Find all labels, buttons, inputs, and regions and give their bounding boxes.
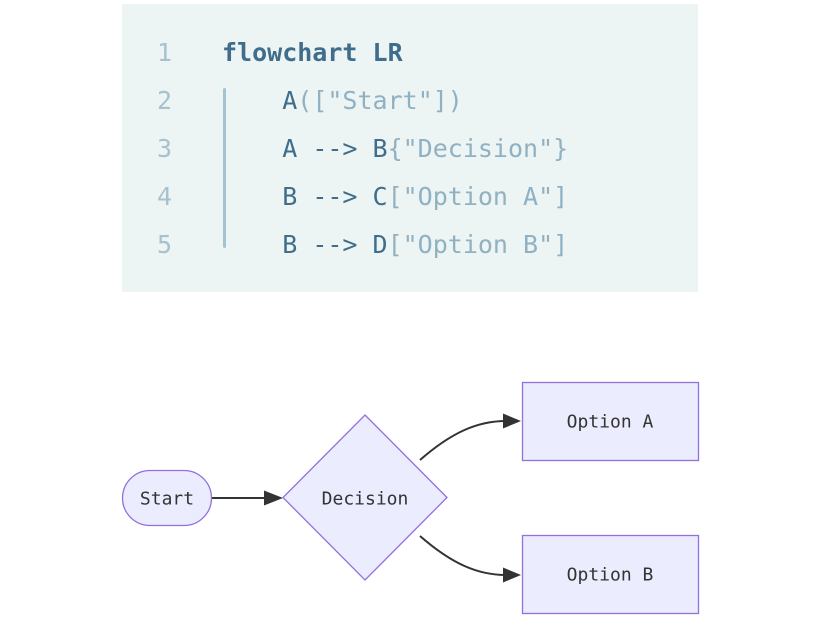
node-option-a: Option A (521, 381, 700, 462)
code-token-edge: A --> B (282, 134, 388, 163)
code-line-4[interactable]: 4 B --> C["Option A"] (122, 173, 698, 221)
edge-start-to-decision (212, 490, 283, 506)
node-start-label: Start (140, 489, 194, 510)
edge-decision-to-option-b (419, 535, 521, 583)
code-line-5[interactable]: 5 B --> D["Option B"] (122, 221, 698, 269)
node-decision: Decision (282, 414, 448, 581)
node-decision-label: Decision (322, 489, 409, 510)
node-option-b-label: Option B (567, 565, 654, 586)
edge-decision-to-option-a (419, 413, 521, 461)
code-text: A --> B{"Decision"} (222, 125, 568, 173)
line-number: 1 (156, 38, 172, 67)
code-token-node: A (282, 86, 298, 115)
code-token-edge: B --> D (282, 230, 388, 259)
code-line-3[interactable]: 3 A --> B{"Decision"} (122, 125, 698, 173)
node-option-b: Option B (521, 534, 700, 615)
arrowhead-icon (503, 413, 521, 429)
arrowhead-icon (264, 490, 283, 506)
mermaid-code-editor[interactable]: 1 flowchart LR 2 A(["Start"]) 3 A --> B{… (122, 4, 698, 292)
code-text: A(["Start"]) (222, 77, 463, 125)
code-token-keyword: flowchart LR (222, 38, 403, 67)
code-line-1[interactable]: 1 flowchart LR (122, 29, 698, 77)
line-number: 5 (156, 230, 172, 259)
code-token-string: {"Decision"} (387, 134, 569, 163)
code-text: B --> D["Option B"] (222, 221, 568, 269)
line-number: 3 (156, 134, 172, 163)
code-token-edge: B --> C (282, 182, 388, 211)
code-token-string: (["Start"]) (297, 86, 463, 115)
code-text: flowchart LR (222, 29, 403, 77)
code-line-2[interactable]: 2 A(["Start"]) (122, 77, 698, 125)
node-option-a-label: Option A (567, 412, 654, 433)
code-token-string: ["Option B"] (387, 230, 569, 259)
line-number: 2 (156, 86, 172, 115)
code-text: B --> C["Option A"] (222, 173, 568, 221)
code-token-string: ["Option A"] (387, 182, 569, 211)
line-number: 4 (156, 182, 172, 211)
indent-guide (223, 88, 226, 248)
node-start: Start (121, 469, 213, 527)
arrowhead-icon (503, 567, 521, 583)
